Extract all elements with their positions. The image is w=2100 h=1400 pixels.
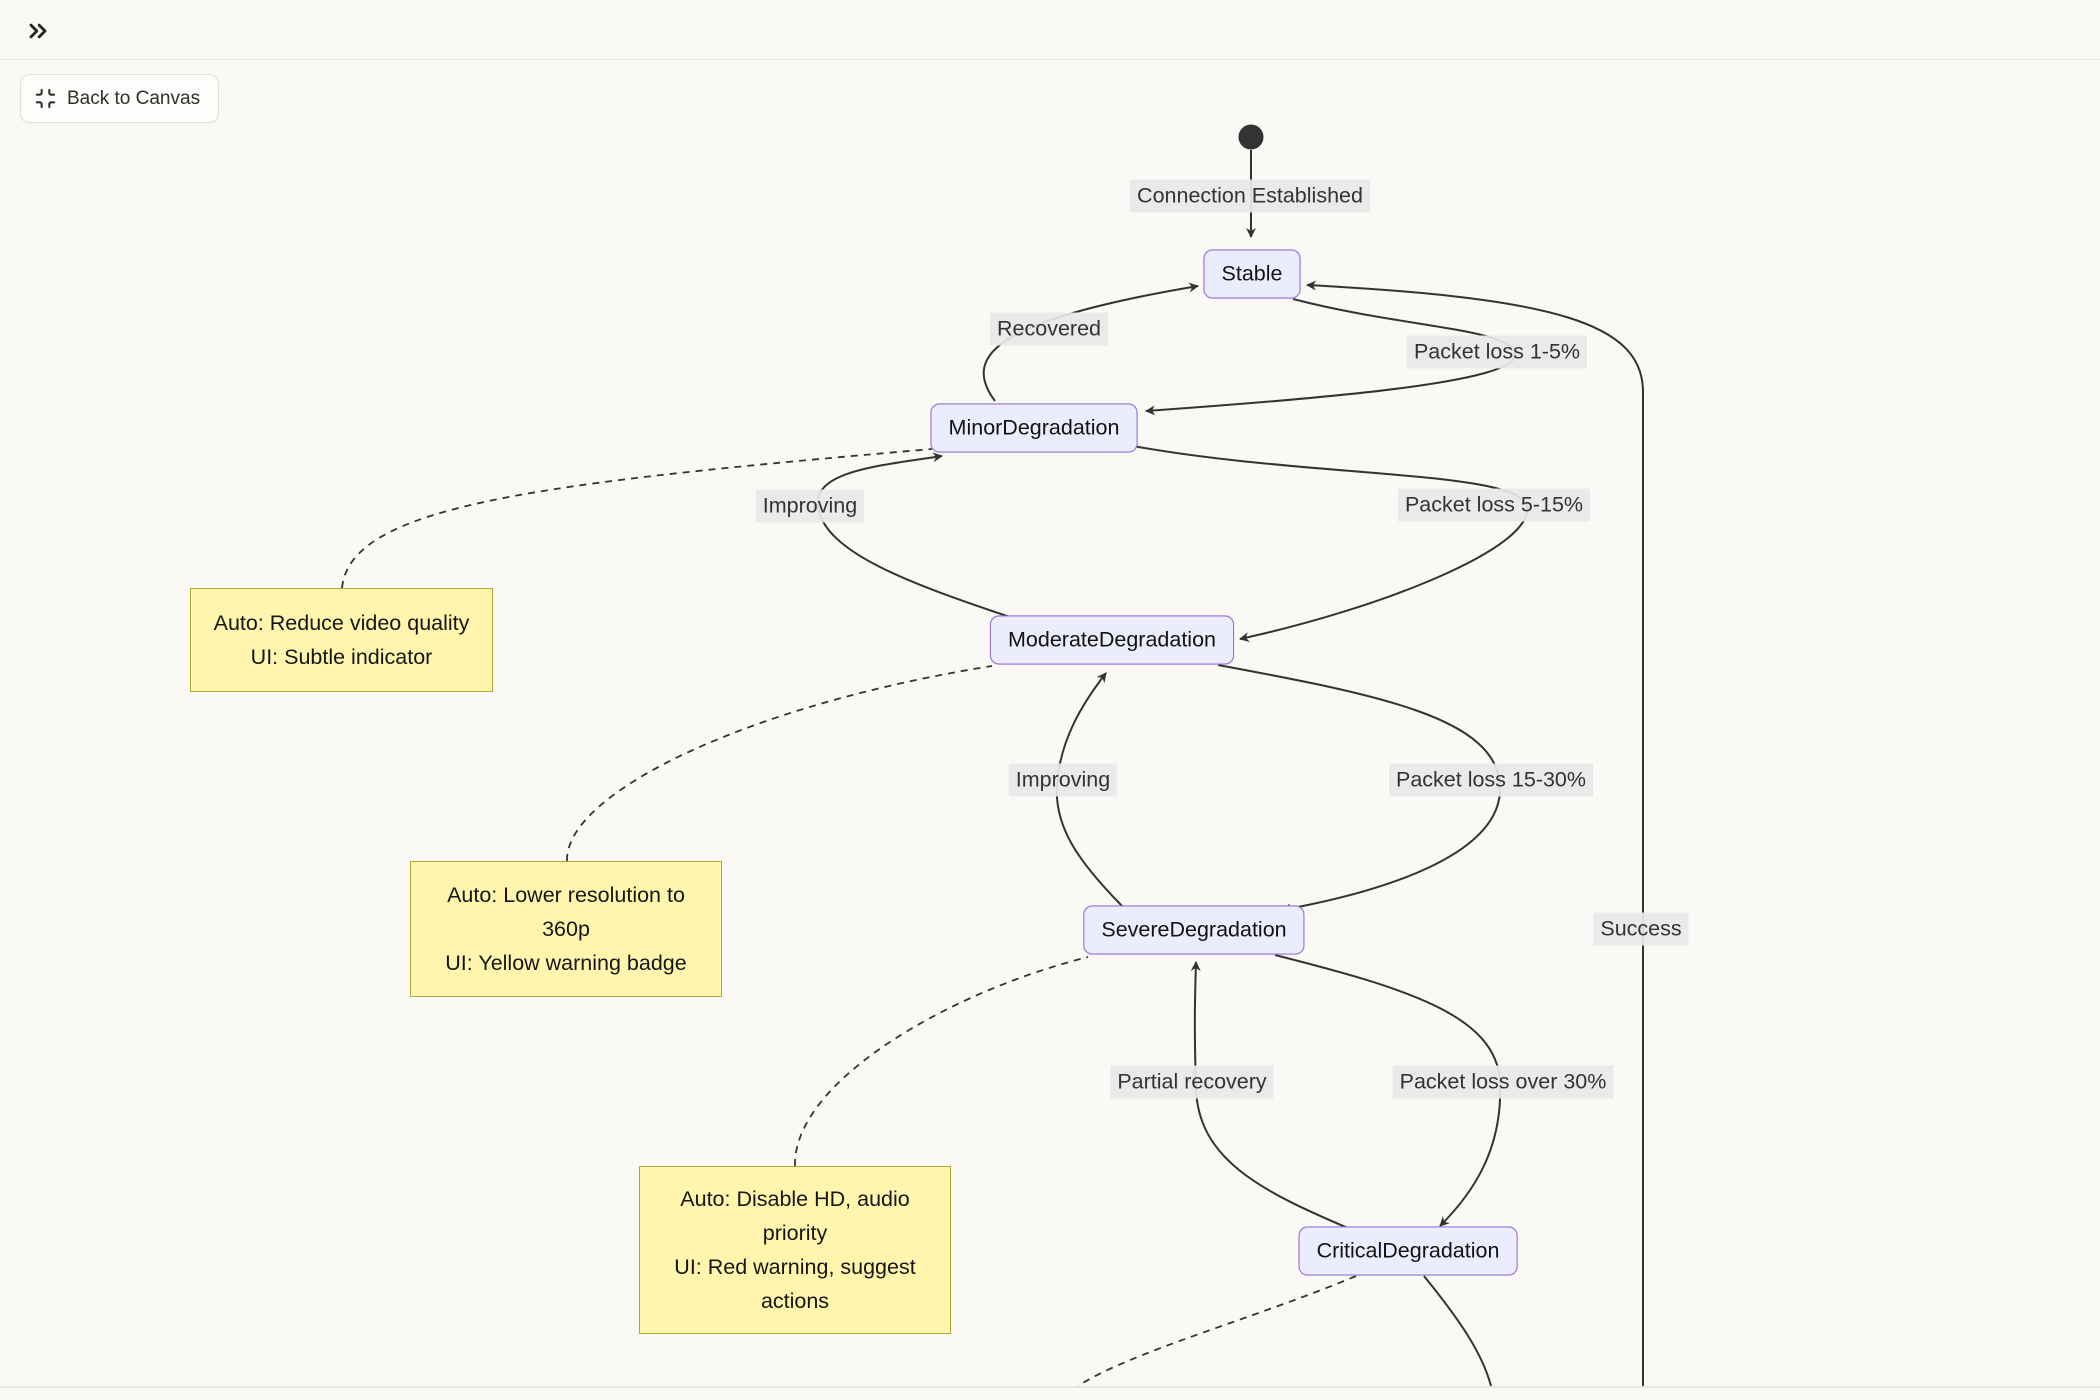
note-line: Auto: Reduce video quality	[213, 611, 470, 635]
back-to-canvas-label: Back to Canvas	[67, 87, 201, 109]
note-link-severe	[794, 956, 1089, 1167]
edge-moderate-to-minor	[816, 452, 1011, 618]
chevrons-right-icon	[29, 23, 47, 39]
transition-label-packet-loss-15-30: Packet loss 15-30%	[1388, 763, 1594, 797]
edge-success-to-stable	[1306, 280, 1644, 1386]
note-link-moderate	[566, 665, 993, 862]
transition-label-packet-loss-over-30: Packet loss over 30%	[1392, 1065, 1614, 1099]
state-node-stable: Stable	[1203, 249, 1301, 299]
transition-label-improving-upper: Improving	[755, 489, 865, 523]
transition-label-packet-loss-5-15: Packet loss 5-15%	[1397, 488, 1591, 522]
transition-label-improving-mid: Improving	[1008, 763, 1118, 797]
note-line: UI: Subtle indicator	[250, 645, 433, 669]
transition-label-partial-recovery: Partial recovery	[1110, 1065, 1274, 1099]
transition-label-success: Success	[1593, 912, 1689, 946]
edge-critical-down-clipped	[1423, 1275, 1492, 1387]
note-minor-degradation: Auto: Reduce video quality UI: Subtle in…	[190, 588, 493, 692]
transition-label-connection-established: Connection Established	[1130, 179, 1370, 213]
note-line: UI: Red warning, suggest actions	[674, 1255, 916, 1313]
start-state-dot	[1238, 124, 1264, 150]
top-bar	[0, 0, 2100, 60]
note-line: UI: Yellow warning badge	[445, 951, 687, 975]
note-severe-degradation: Auto: Disable HD, audio priority UI: Red…	[639, 1166, 951, 1334]
note-line: Auto: Disable HD, audio priority	[680, 1187, 910, 1245]
note-link-critical-clipped	[1077, 1275, 1357, 1387]
state-node-moderate-degradation: ModerateDegradation	[990, 615, 1234, 665]
transition-label-recovered: Recovered	[990, 312, 1108, 346]
collapse-corners-icon	[35, 88, 56, 109]
expand-sidebar-button[interactable]	[22, 15, 54, 47]
back-to-canvas-button[interactable]: Back to Canvas	[20, 74, 220, 123]
edge-minor-to-moderate	[1132, 445, 1529, 642]
transition-label-packet-loss-1-5: Packet loss 1-5%	[1406, 335, 1588, 369]
canvas-bottom-divider	[0, 1386, 2100, 1388]
note-moderate-degradation: Auto: Lower resolution to 360p UI: Yello…	[410, 861, 722, 997]
state-node-minor-degradation: MinorDegradation	[930, 403, 1138, 453]
state-node-severe-degradation: SevereDegradation	[1083, 905, 1305, 955]
note-line: Auto: Lower resolution to 360p	[447, 883, 685, 941]
state-node-critical-degradation: CriticalDegradation	[1298, 1226, 1518, 1276]
